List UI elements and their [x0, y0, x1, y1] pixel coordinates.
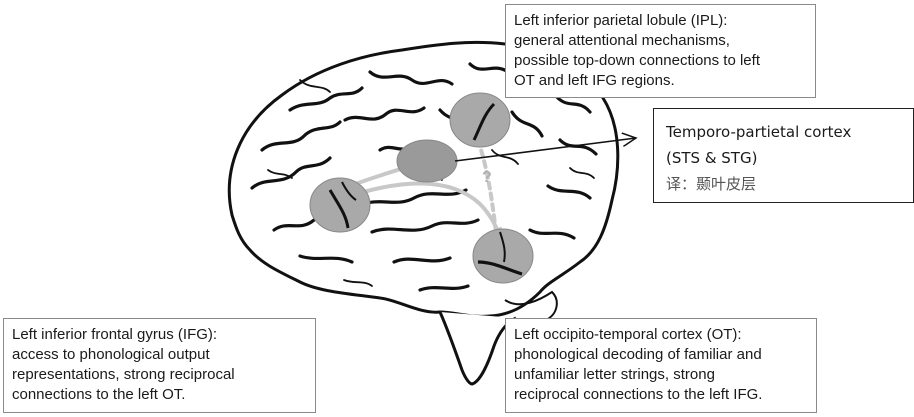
callout-tp-translation: 译：颞叶皮层 [666, 175, 757, 193]
region-ipl [449, 92, 511, 148]
callout-ifg-line: connections to the left OT. [12, 386, 186, 403]
callout-ot-line: reciprocal connections to the left IFG. [514, 386, 763, 403]
callout-ifg-line: Left inferior frontal gyrus (IFG): [12, 326, 218, 343]
callout-ot-line: phonological decoding of familiar and [514, 346, 762, 363]
region-ifg-sulcus [328, 189, 350, 229]
callout-ifg-line: representations, strong reciprocal [12, 366, 235, 383]
brainstem-outline [438, 311, 517, 386]
pointer-arrow [454, 138, 636, 162]
region-stg [396, 139, 458, 183]
region-ot-sulcus [477, 260, 523, 276]
callout-ipl-line: Left inferior parietal lobule (IPL): [514, 12, 728, 29]
callout-ipl: Left inferior parietal lobule (IPL): gen… [505, 4, 816, 98]
callout-tp-line: Temporo-partietal cortex [666, 123, 852, 141]
cerebellum-outline [504, 290, 558, 321]
connection-ipl-ot [476, 138, 498, 234]
callout-ipl-line: possible top-down connections to left [514, 52, 760, 69]
callout-ipl-line: OT and left IFG regions. [514, 72, 675, 89]
callout-ot-line: Left occipito-temporal cortex (OT): [514, 326, 742, 343]
callout-ifg-line: access to phonological output [12, 346, 210, 363]
question-mark: ? [482, 169, 492, 186]
callout-ifg: Left inferior frontal gyrus (IFG): acces… [3, 318, 316, 413]
callout-tp-line: (STS & STG) [666, 149, 758, 167]
connection-ifg-ot [348, 181, 502, 238]
region-ipl-sulcus [472, 102, 496, 141]
callout-ipl-line: general attentional mechanisms, [514, 32, 730, 49]
callout-ot-line: unfamiliar letter strings, strong [514, 366, 715, 383]
callout-ot: Left occipito-temporal cortex (OT): phon… [505, 318, 817, 413]
region-ot [472, 228, 534, 284]
callout-temporo-parietal: Temporo-partietal cortex (STS & STG) 译：颞… [653, 108, 914, 203]
